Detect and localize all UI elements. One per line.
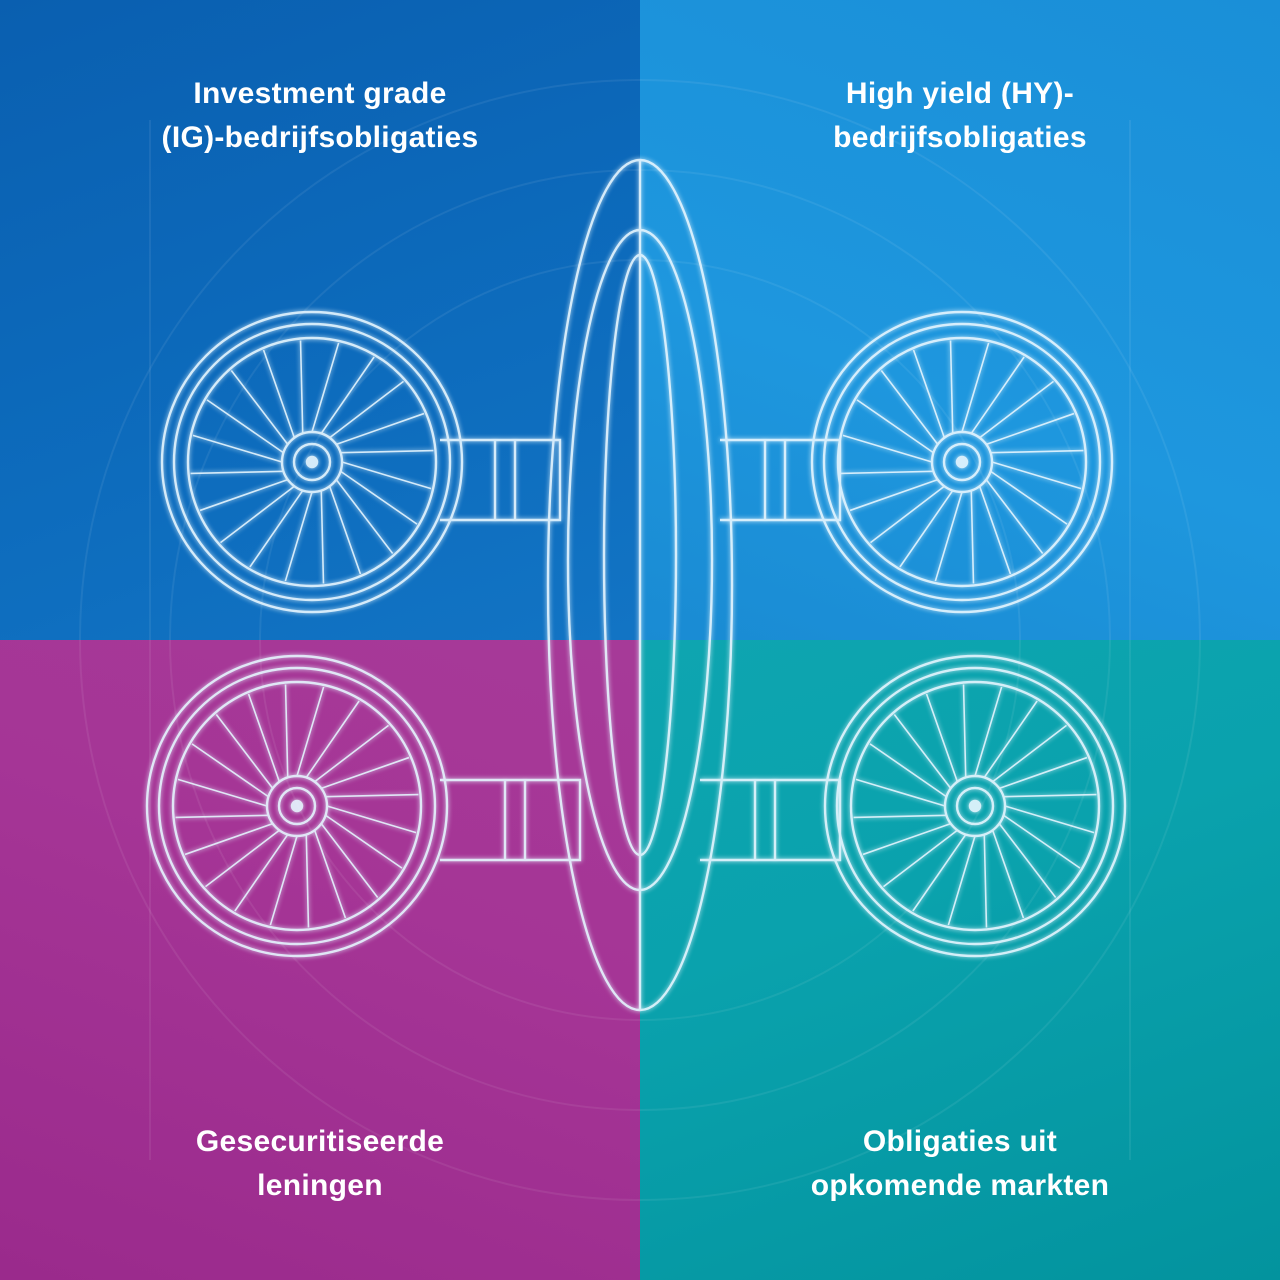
label-line: opkomende markten bbox=[810, 1169, 1110, 1202]
quadrant-emerging-markets bbox=[640, 640, 1280, 1280]
fan-bottom-left bbox=[145, 654, 449, 958]
label-high-yield: High yield (HY)- bedrijfsobligaties bbox=[750, 72, 1170, 160]
arm-bottom-right bbox=[700, 778, 842, 862]
fuselage bbox=[546, 158, 734, 1012]
arm-top-right bbox=[720, 438, 842, 522]
label-investment-grade: Investment grade (IG)-bedrijfsobligaties bbox=[110, 72, 530, 160]
label-line: Obligaties uit bbox=[862, 1125, 1058, 1158]
label-line: Gesecuritiseerde bbox=[195, 1125, 445, 1158]
arm-bottom-left bbox=[440, 778, 582, 862]
quadrant-investment-grade bbox=[0, 0, 640, 640]
fan-top-right bbox=[810, 310, 1114, 614]
fan-bottom-right bbox=[823, 654, 1127, 958]
quadrant-high-yield bbox=[640, 0, 1280, 640]
label-line: bedrijfsobligaties bbox=[833, 121, 1087, 154]
label-emerging-markets: Obligaties uit opkomende markten bbox=[750, 1120, 1170, 1208]
quadrant-securitised-loans bbox=[0, 640, 640, 1280]
fan-top-left bbox=[160, 310, 464, 614]
label-line: leningen bbox=[257, 1169, 383, 1202]
arm-top-left bbox=[440, 438, 562, 522]
label-securitised-loans: Gesecuritiseerde leningen bbox=[110, 1120, 530, 1208]
label-line: High yield (HY)- bbox=[845, 77, 1075, 110]
label-line: Investment grade bbox=[193, 77, 447, 110]
label-line: (IG)-bedrijfsobligaties bbox=[161, 121, 479, 154]
